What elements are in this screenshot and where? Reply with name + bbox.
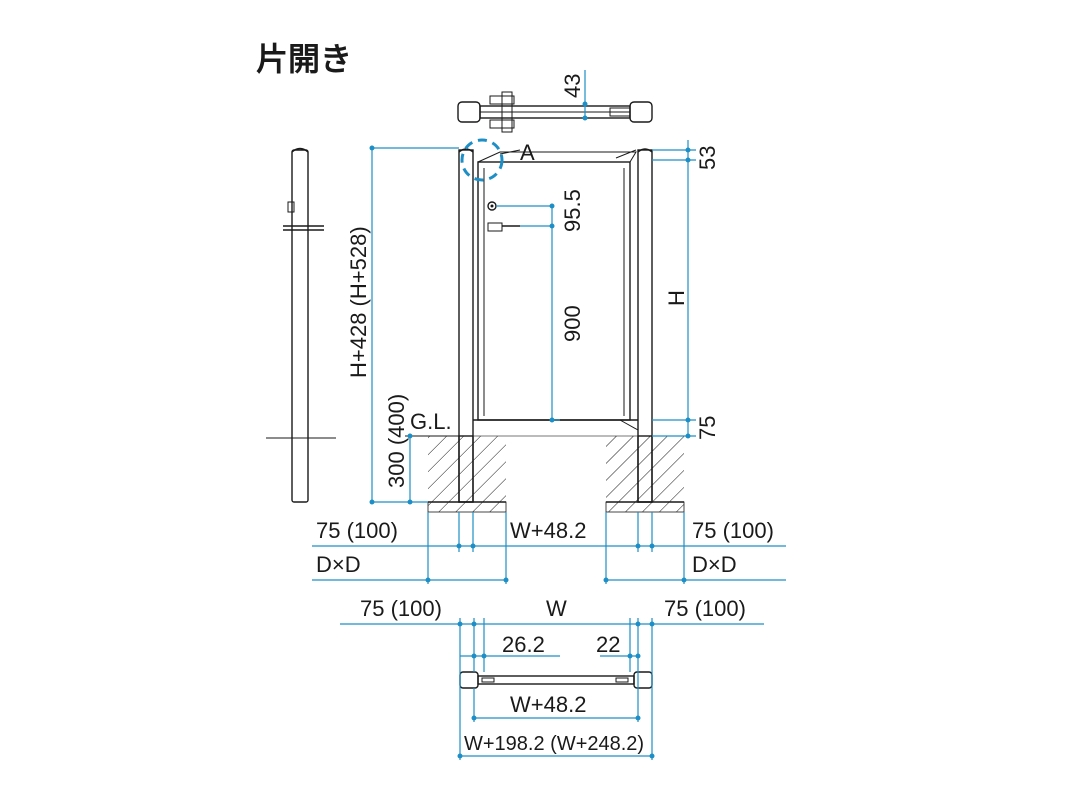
dim-opening: W+48.2 [510,518,586,543]
dim-plan-latch-gap: 22 [596,632,620,657]
ground-level-label: G.L. [410,409,452,434]
dim-foundation-left: D×D [316,552,361,577]
side-elevation-post [266,147,336,503]
dim-foundation-right: D×D [692,552,737,577]
dim-handle-offset: 95.5 [560,189,585,232]
dim-plan-post-right: 75 (100) [664,596,746,621]
foundation-left [428,435,506,503]
dim-plan-opening: W+48.2 [510,692,586,717]
dim-top-depth: 43 [560,74,585,98]
ground-base [427,501,685,513]
page-title: 片開き [256,40,352,78]
top-plan-small [457,70,653,133]
dim-post-right: 75 (100) [692,518,774,543]
dim-embed-depth: 300 (400) [384,394,409,488]
dim-handle-height: 900 [560,305,585,342]
callout-a: A [520,140,535,165]
callout-circle [460,138,504,182]
dim-top-offset: 53 [695,146,720,170]
dim-post-left: 75 (100) [316,518,398,543]
bottom-plan [459,671,653,689]
dim-plan-overall: W+198.2 (W+248.2) [464,733,644,755]
dim-plan-width: W [546,596,567,621]
dim-bottom-gap: 75 [695,416,720,440]
dim-plan-post-left: 75 (100) [360,596,442,621]
dim-plan-hinge-gap: 26.2 [502,632,545,657]
dim-overall-height: H+428 (H+528) [346,226,371,378]
foundation-right [606,435,684,503]
dim-height: H [664,290,689,306]
